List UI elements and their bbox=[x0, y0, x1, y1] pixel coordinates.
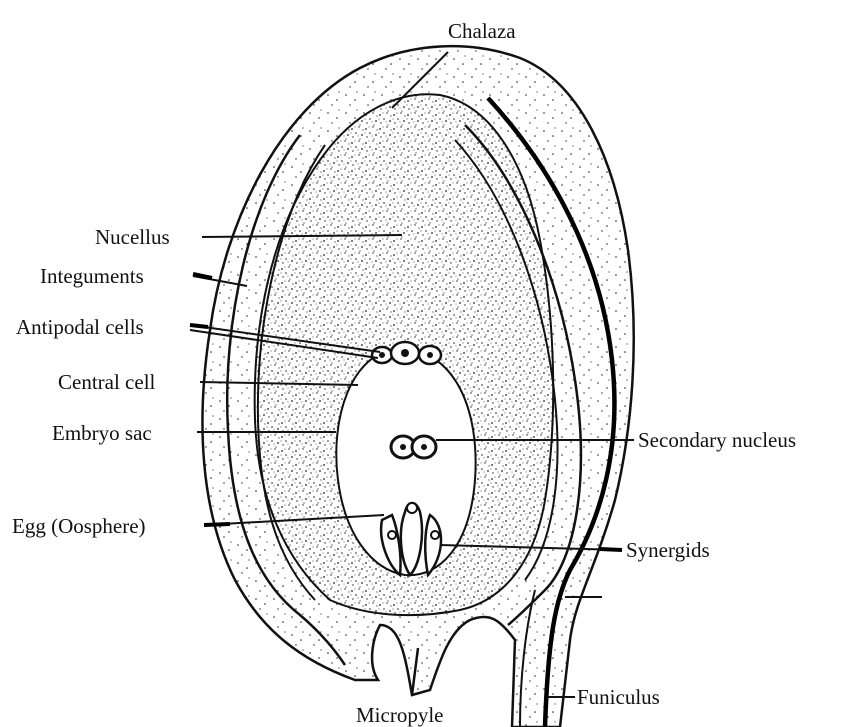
label-egg: Egg (Oosphere) bbox=[12, 514, 146, 538]
label-nucellus: Nucellus bbox=[95, 225, 170, 249]
label-chalaza: Chalaza bbox=[448, 19, 516, 43]
label-central-cell: Central cell bbox=[58, 370, 156, 394]
label-secondary-nucleus: Secondary nucleus bbox=[638, 428, 796, 452]
label-funiculus: Funiculus bbox=[577, 685, 660, 709]
secondary-nucleus bbox=[391, 436, 436, 458]
label-synergids: Synergids bbox=[626, 538, 710, 562]
label-integuments: Integuments bbox=[40, 264, 144, 288]
label-micropyle: Micropyle bbox=[356, 703, 443, 727]
label-antipodal-cells: Antipodal cells bbox=[16, 315, 144, 339]
label-embryo-sac: Embryo sac bbox=[52, 421, 152, 445]
